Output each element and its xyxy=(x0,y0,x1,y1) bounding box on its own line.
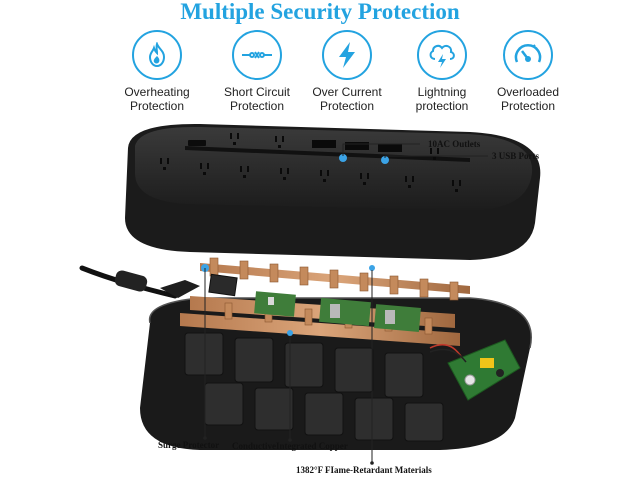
callout-lines xyxy=(204,143,488,463)
callout-copper: ConductiveIntegrated Copper xyxy=(232,441,348,451)
feature-row: Overheating Protection Short Circuit Pro… xyxy=(0,30,640,120)
feature-short-circuit: Short Circuit Protection xyxy=(205,30,309,113)
flame-icon xyxy=(132,30,182,80)
gauge-icon xyxy=(503,30,553,80)
surge-pcb xyxy=(429,339,521,401)
power-cord xyxy=(79,264,238,299)
cloud-lightning-icon xyxy=(417,30,467,80)
top-cover xyxy=(125,123,541,336)
feature-lightning: Lightning protection xyxy=(390,30,494,113)
callout-usb-ports: 3 USB Ports xyxy=(492,151,539,161)
feature-overheating: Overheating Protection xyxy=(105,30,209,113)
power-strip-illustration xyxy=(79,123,541,465)
feature-label-line1: Lightning xyxy=(417,85,467,99)
feature-label-line2: protection xyxy=(415,99,469,113)
feature-label-line2: Protection xyxy=(500,99,556,113)
callout-flame-retardant: 1382°F FIame-Retardant Materials xyxy=(296,465,432,475)
page-title: Multiple Security Protection xyxy=(180,0,460,24)
lightning-bolt-icon xyxy=(322,30,372,80)
feature-overloaded: Overloaded Protection xyxy=(476,30,580,113)
feature-label-line1: Overheating xyxy=(124,85,190,99)
short-circuit-icon xyxy=(232,30,282,80)
callout-ac-outlets: 10AC Outlets xyxy=(428,139,481,149)
callout-surge-protector: Surge Protector xyxy=(158,440,220,450)
feature-label-line2: Protection xyxy=(229,99,285,113)
feature-label-line2: Protection xyxy=(129,99,185,113)
circuit-boards xyxy=(254,291,421,332)
feature-over-current: Over Current Protection xyxy=(295,30,399,113)
feature-label-line1: Short Circuit xyxy=(223,85,291,99)
feature-label-line1: Overloaded xyxy=(496,85,560,99)
feature-label-line2: Protection xyxy=(319,99,375,113)
feature-label-line1: Over Current xyxy=(312,85,382,99)
